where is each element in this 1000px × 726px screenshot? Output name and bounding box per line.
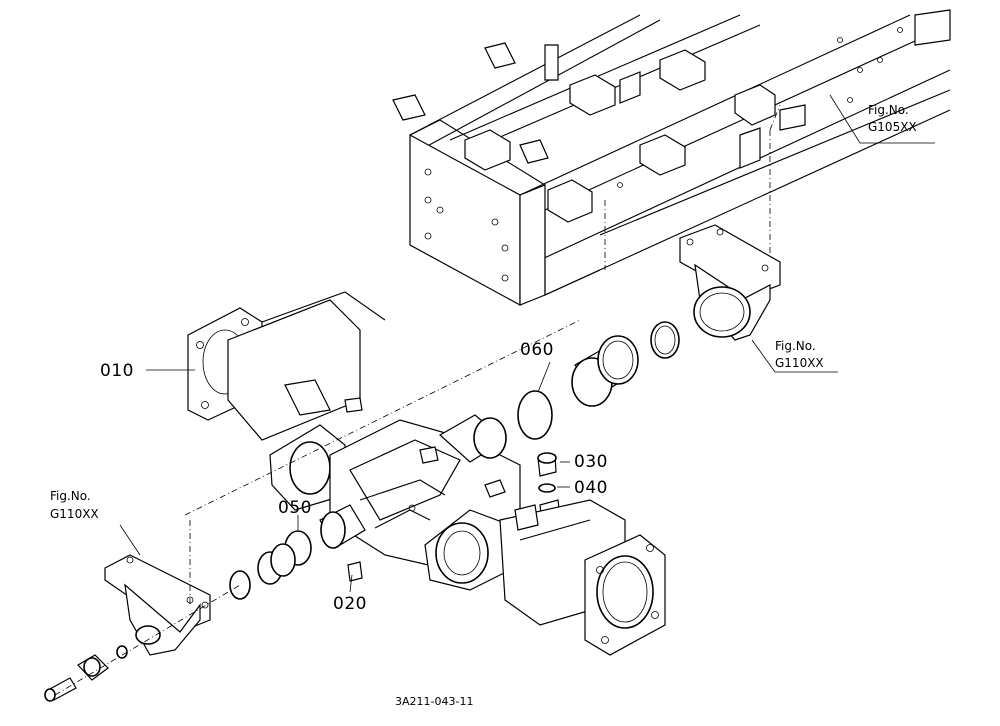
callout-050: 050 <box>278 498 312 518</box>
callout-030: 030 <box>574 452 608 472</box>
plug-030 <box>537 452 557 477</box>
axle-housing <box>187 291 666 656</box>
callout-020: 020 <box>333 594 367 614</box>
bracket-left <box>104 554 211 656</box>
bolt-assembly <box>44 645 128 702</box>
callout-040: 040 <box>574 478 608 498</box>
callout-060: 060 <box>520 340 554 360</box>
leader-020 <box>349 574 353 593</box>
bushing-right <box>571 335 639 407</box>
drawing-code: 3A211-043-11 <box>395 695 473 708</box>
fig-ref-bracket-right-line2: G110XX <box>775 356 824 370</box>
fig-ref-bracket-left-line1: Fig.No. <box>50 489 91 503</box>
fig-ref-frame-line1: Fig.No. <box>868 103 909 117</box>
snap-ring-right <box>650 321 680 359</box>
fig-ref-bracket-right-line1: Fig.No. <box>775 339 816 353</box>
bracket-right <box>679 224 781 341</box>
fig-ref-frame-line2: G105XX <box>868 120 917 134</box>
main-frame <box>392 9 951 307</box>
plug-020 <box>347 561 363 582</box>
fig-ref-bracket-left-line2: G110XX <box>50 507 99 521</box>
bushing-left <box>257 543 296 585</box>
leader-fig-left <box>119 524 141 556</box>
callout-010: 010 <box>100 361 134 381</box>
o-ring-060 <box>517 390 553 440</box>
snap-ring-left <box>229 570 251 600</box>
washer-040 <box>538 483 556 493</box>
